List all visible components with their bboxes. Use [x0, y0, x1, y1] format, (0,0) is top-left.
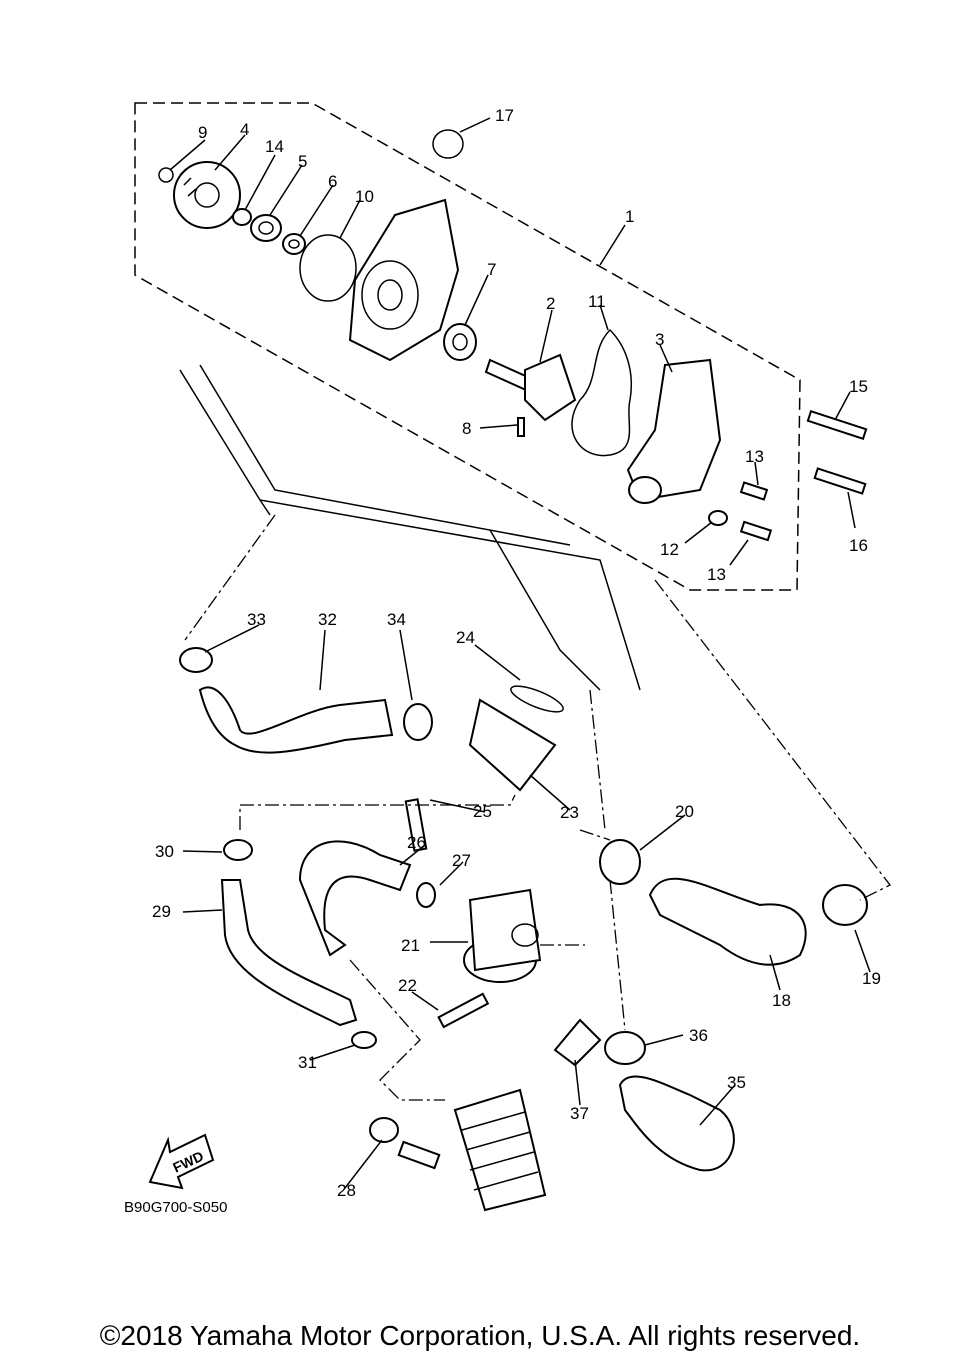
- callout-29: 29: [152, 902, 171, 921]
- callout-16: 16: [849, 536, 868, 555]
- part-13-bolt: [739, 481, 769, 501]
- callout-13-b: 13: [707, 565, 726, 584]
- pump-housing: [348, 198, 460, 362]
- callout-34: 34: [387, 610, 406, 629]
- part-24-o-ring: [510, 685, 564, 713]
- copyright-notice: ©2018 Yamaha Motor Corporation, U.S.A. A…: [99, 1320, 861, 1351]
- callout-14: 14: [265, 137, 284, 156]
- callout-22: 22: [398, 976, 417, 995]
- part-13-bolt-2: [739, 520, 773, 542]
- part-6-seal: [282, 233, 306, 255]
- part-5-bearing: [250, 214, 282, 242]
- part-9-circlip: [158, 167, 174, 183]
- part-36-clamp: [604, 1031, 646, 1065]
- fwd-arrow-icon: FWD: [148, 1133, 215, 1190]
- part-35-hose: [618, 1075, 735, 1172]
- leader-lines: [169, 117, 871, 1189]
- part-18-hose: [648, 877, 807, 966]
- callout-24: 24: [456, 628, 475, 647]
- part-17-o-ring: [432, 129, 464, 159]
- callout-19: 19: [862, 969, 881, 988]
- callout-30: 30: [155, 842, 174, 861]
- callout-20: 20: [675, 802, 694, 821]
- part-code: B90G700-S050: [124, 1199, 227, 1216]
- callout-28: 28: [337, 1181, 356, 1200]
- routing-lines: [184, 514, 891, 1101]
- assembly-boundary: [134, 102, 801, 591]
- part-20-clamp: [599, 839, 641, 885]
- callout-25: 25: [473, 802, 492, 821]
- callout-35: 35: [727, 1073, 746, 1092]
- callout-18: 18: [772, 991, 791, 1010]
- callout-33: 33: [247, 610, 266, 629]
- part-2-impeller: [484, 353, 577, 422]
- part-30-clamp: [223, 839, 253, 861]
- part-11-gasket: [571, 328, 632, 457]
- part-3-cover: [626, 358, 722, 504]
- callout-1: 1: [625, 207, 634, 226]
- part-19-clamp: [822, 884, 868, 926]
- part-12-washer: [708, 510, 728, 526]
- callout-21: 21: [401, 936, 420, 955]
- callout-11: 11: [588, 292, 606, 311]
- callout-37: 37: [570, 1104, 589, 1123]
- part-32-hose: [198, 686, 394, 754]
- callout-12: 12: [660, 540, 679, 559]
- part-27-clamp: [416, 882, 436, 908]
- part-28-clamp: [369, 1117, 399, 1143]
- callout-8: 8: [462, 419, 471, 438]
- callout-7: 7: [487, 260, 496, 279]
- callout-9: 9: [198, 123, 207, 142]
- part-14-washer: [232, 208, 252, 226]
- part-4-gear: [173, 161, 241, 229]
- callout-31: 31: [298, 1053, 317, 1072]
- part-26-hose: [298, 840, 412, 957]
- callout-17: 17: [495, 106, 514, 125]
- callout-2: 2: [546, 294, 555, 313]
- part-22-bolt: [437, 992, 490, 1029]
- part-37-bracket: [553, 1018, 602, 1067]
- callout-4: 4: [240, 120, 249, 139]
- callout-6: 6: [328, 172, 337, 191]
- part-10-o-ring: [299, 234, 357, 302]
- part-8-pin: [517, 417, 525, 437]
- part-16-bolt: [813, 467, 867, 495]
- part-15-bolt: [806, 410, 868, 440]
- part-33-clamp: [179, 647, 213, 673]
- part-34-clamp: [403, 703, 433, 741]
- callout-10: 10: [355, 187, 374, 206]
- callout-23: 23: [560, 803, 579, 822]
- callout-26: 26: [407, 833, 426, 852]
- callout-36: 36: [689, 1026, 708, 1045]
- callout-15: 15: [849, 377, 868, 396]
- callout-3: 3: [655, 330, 664, 349]
- callout-32: 32: [318, 610, 337, 629]
- part-23-fitting: [468, 698, 557, 792]
- callout-13: 13: [745, 447, 764, 466]
- part-31-clamp: [351, 1031, 377, 1049]
- oil-cooler: [397, 1088, 547, 1212]
- part-7-seal: [443, 323, 477, 361]
- part-21-thermostat: [463, 888, 542, 983]
- callout-27: 27: [452, 851, 471, 870]
- radiator-frame: [179, 364, 641, 691]
- callout-5: 5: [298, 152, 307, 171]
- part-29-hose: [220, 879, 358, 1027]
